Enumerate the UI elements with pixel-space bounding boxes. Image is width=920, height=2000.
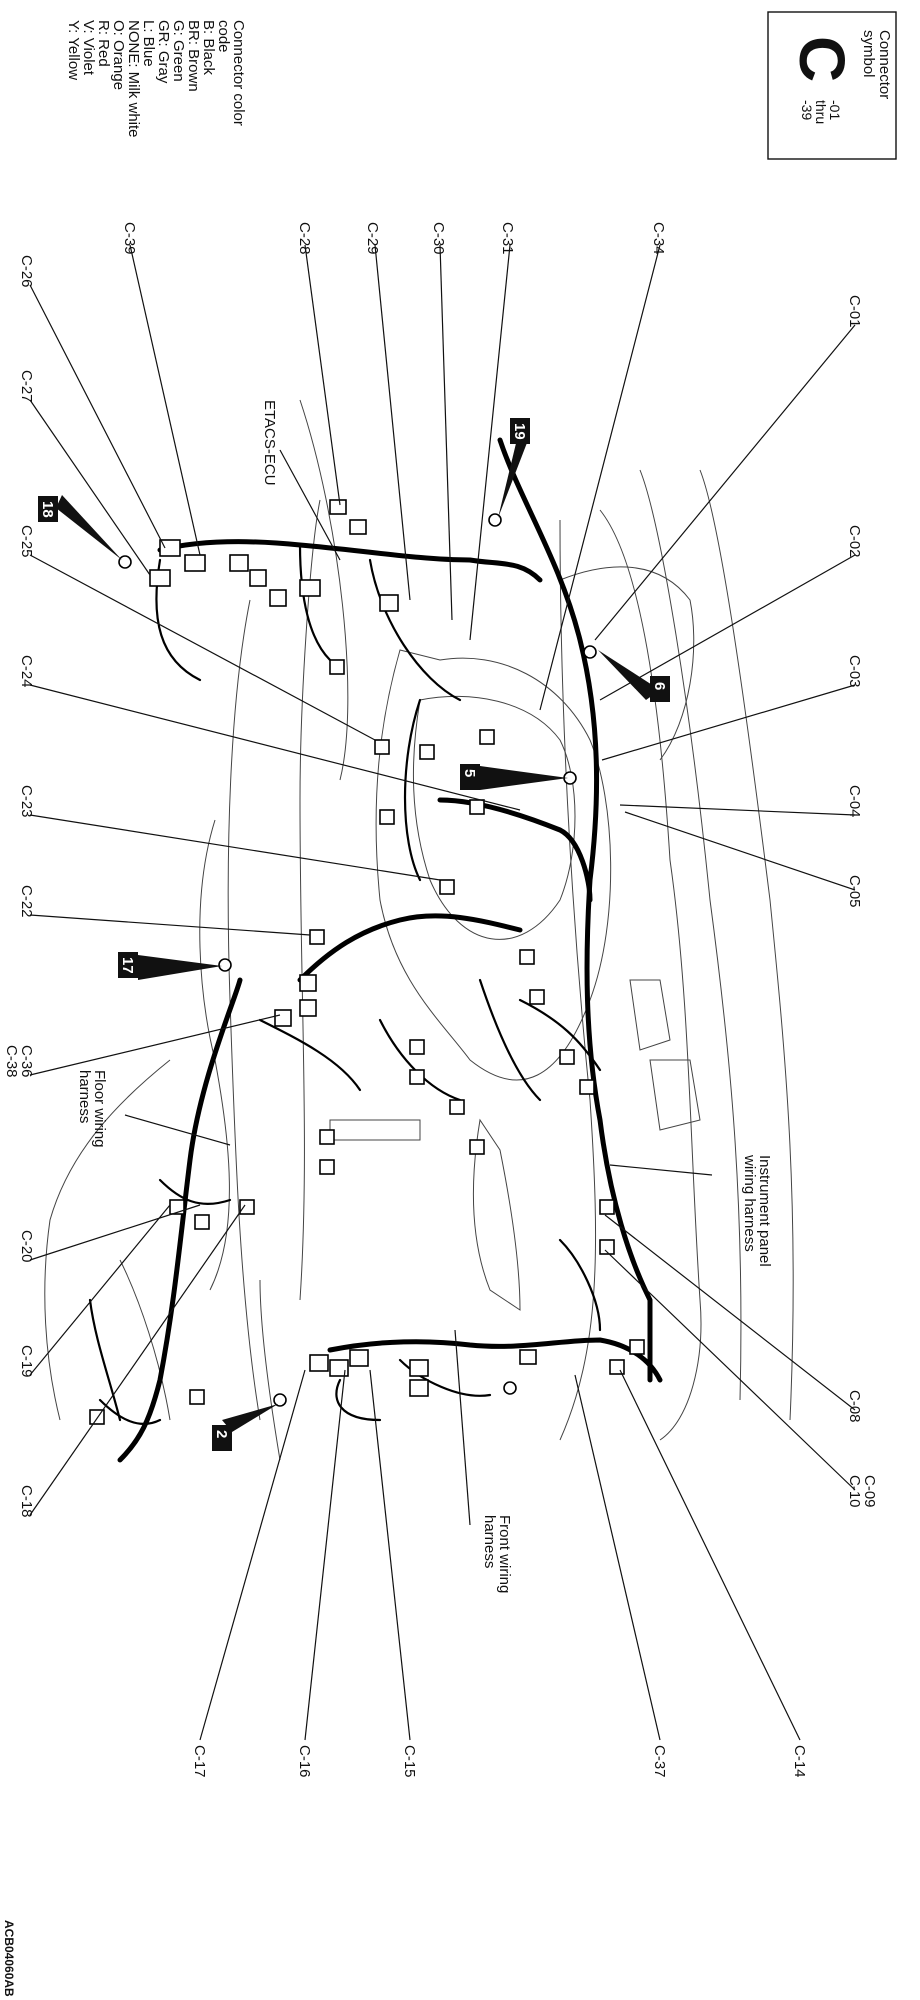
leader-lines [29, 244, 856, 1741]
instrument-panel-harness-label: Instrument panel wiring harness [741, 1154, 773, 1267]
svg-text:wiring harness: wiring harness [741, 1154, 758, 1252]
symbol-title-1: Connector [876, 30, 893, 99]
label-c14: C-14 [791, 1745, 808, 1778]
legend-entry: GR: Gray [155, 20, 172, 84]
ground-ref-6: 6 [598, 650, 670, 702]
label-c23: C-23 [18, 785, 35, 818]
label-c15: C-15 [401, 1745, 418, 1778]
label-c24: C-24 [18, 655, 35, 688]
legend-title-1: Connector color [230, 20, 247, 126]
label-c18: C-18 [18, 1485, 35, 1518]
symbol-range-from: -01 [827, 100, 843, 120]
connector-blocks [89, 499, 645, 1425]
ground-ref-5: 5 [460, 764, 568, 790]
label-c27: C-27 [18, 370, 35, 403]
legend-entry: V: Violet [80, 20, 97, 76]
label-c19: C-19 [18, 1345, 35, 1378]
component-labels: ETACS-ECU Floor wiring harness Instrumen… [76, 400, 773, 1593]
ground-ref-19: 19 [498, 418, 530, 518]
label-c30: C-30 [430, 222, 447, 255]
svg-text:19: 19 [511, 423, 528, 440]
label-c39: C-39 [121, 222, 138, 255]
label-c29: C-29 [364, 222, 381, 255]
symbol-range-thru: thru [813, 100, 829, 124]
svg-text:2: 2 [213, 1430, 230, 1438]
svg-text:Instrument panel: Instrument panel [756, 1155, 773, 1267]
front-harness-label: Front wiring harness [481, 1515, 513, 1593]
svg-text:6: 6 [651, 682, 668, 690]
svg-text:harness: harness [481, 1515, 498, 1568]
legend-entry: Y: Yellow [65, 20, 82, 80]
legend-entry: L: Blue [140, 20, 157, 67]
symbol-title-2: symbol [860, 30, 877, 78]
label-c03: C-03 [846, 655, 863, 688]
label-c16: C-16 [296, 1745, 313, 1778]
label-c38: C-38 [3, 1045, 20, 1078]
label-c01: C-01 [846, 295, 863, 328]
symbol-range-to: -39 [799, 100, 815, 120]
label-c37: C-37 [651, 1745, 668, 1778]
harness-bundles [88, 437, 663, 1463]
connector-labels-right: C-01 C-02 C-03 C-04 C-05 C-08 C-09 C-10 [846, 295, 878, 1508]
label-c17: C-17 [191, 1745, 208, 1778]
svg-text:18: 18 [39, 501, 56, 518]
ground-ref-18: 18 [38, 495, 122, 560]
svg-text:5: 5 [461, 769, 478, 777]
ground-points [118, 513, 597, 1407]
legend-entry: NONE: Milk white [125, 20, 142, 138]
legend-entry: G: Green [170, 20, 187, 82]
label-c26: C-26 [18, 255, 35, 288]
label-c31: C-31 [499, 222, 516, 255]
legend-entry: R: Red [95, 20, 112, 67]
color-code-legend: Connector color code B: Black BR: Brown … [65, 20, 247, 138]
label-c22: C-22 [18, 885, 35, 918]
legend-entry: O: Orange [110, 20, 127, 90]
svg-text:Floor wiring: Floor wiring [91, 1070, 108, 1148]
connector-labels-top: C-39 C-28 C-29 C-30 C-31 C-34 [121, 222, 667, 255]
svg-text:Front wiring: Front wiring [496, 1515, 513, 1593]
legend-title-2: code [215, 20, 232, 53]
label-c05: C-05 [846, 875, 863, 908]
label-c04: C-04 [846, 785, 863, 818]
figure-code: ACB04060AB [2, 1920, 16, 1997]
label-c28: C-28 [296, 222, 313, 255]
symbol-letter: C [786, 36, 858, 82]
ground-ref-2: 2 [212, 1404, 278, 1451]
floor-harness-label: Floor wiring harness [76, 1070, 108, 1148]
svg-text:harness: harness [76, 1070, 93, 1123]
label-c36: C-36 [18, 1045, 35, 1078]
connector-labels-left: C-26 C-27 C-25 C-24 C-23 C-22 C-36 C-38 … [3, 255, 35, 1518]
label-c10: C-10 [846, 1475, 863, 1508]
connector-labels-bottom: C-17 C-16 C-15 C-37 C-14 [191, 1745, 808, 1778]
label-c09: C-09 [861, 1475, 878, 1508]
legend-entry: B: Black [200, 20, 217, 76]
label-c02: C-02 [846, 525, 863, 558]
ground-ref-17: 17 [118, 952, 222, 980]
legend-entry: BR: Brown [185, 20, 202, 92]
etacs-ecu-label: ETACS-ECU [261, 400, 278, 486]
label-c20: C-20 [18, 1230, 35, 1263]
connector-symbol-box: Connector symbol C -01 thru -39 [767, 11, 897, 160]
label-c25: C-25 [18, 525, 35, 558]
label-c08: C-08 [846, 1390, 863, 1423]
svg-text:17: 17 [119, 957, 136, 974]
label-c34: C-34 [650, 222, 667, 255]
